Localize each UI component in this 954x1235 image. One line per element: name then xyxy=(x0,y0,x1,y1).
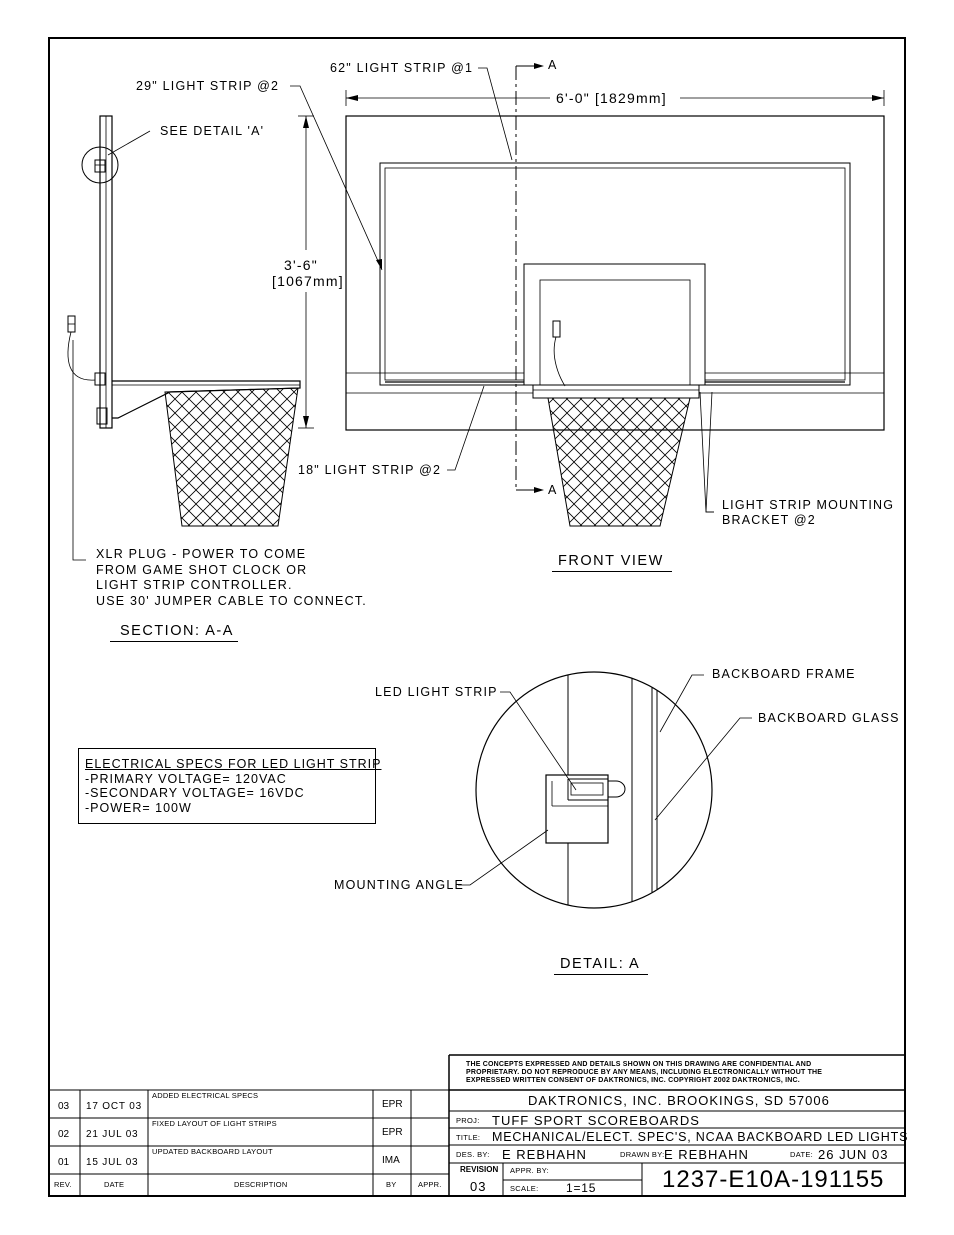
led-light-strip-label: LED LIGHT STRIP xyxy=(375,685,498,699)
xlr-note-line: XLR PLUG - POWER TO COME xyxy=(96,547,307,561)
xlr-note-line: LIGHT STRIP CONTROLLER. xyxy=(96,578,293,592)
appr-header: APPR. xyxy=(418,1180,442,1189)
front-view-drawing xyxy=(345,63,885,527)
width-dimension: 6'-0" [1829mm] xyxy=(556,90,667,106)
see-detail-label: SEE DETAIL 'A' xyxy=(160,124,265,138)
electrical-specs-heading: ELECTRICAL SPECS FOR LED LIGHT STRIP xyxy=(85,757,382,771)
drawing-number: 1237-E10A-191155 xyxy=(662,1166,885,1193)
approved-by-label: APPR. BY: xyxy=(510,1166,549,1175)
xlr-note-line: USE 30' JUMPER CABLE TO CONNECT. xyxy=(96,593,367,608)
electrical-spec-line: -SECONDARY VOLTAGE= 16VDC xyxy=(85,786,305,800)
date-cell: 15 JUL 03 xyxy=(86,1157,139,1168)
by-cell: EPR xyxy=(382,1127,403,1138)
height-dimension-ft: 3'-6" xyxy=(284,257,318,273)
front-view-title: FRONT VIEW xyxy=(552,554,672,572)
by-header: BY xyxy=(386,1180,397,1189)
confidential-notice: THE CONCEPTS EXPRESSED AND DETAILS SHOWN… xyxy=(466,1061,822,1085)
rev-cell: 03 xyxy=(58,1101,70,1112)
designed-by-label: DES. BY: xyxy=(456,1150,490,1159)
xlr-plug-note: XLR PLUG - POWER TO COME FROM GAME SHOT … xyxy=(96,547,367,609)
xlr-note-line: FROM GAME SHOT CLOCK OR xyxy=(96,562,308,577)
light-strip-62-label: 62" LIGHT STRIP @1 xyxy=(330,61,474,75)
by-cell: EPR xyxy=(382,1099,403,1110)
mounting-angle-label: MOUNTING ANGLE xyxy=(334,878,465,892)
section-view-title: SECTION: A-A xyxy=(110,624,238,642)
drawing-title: MECHANICAL/ELECT. SPEC'S, NCAA BACKBOARD… xyxy=(492,1130,909,1144)
scale-label: SCALE: xyxy=(510,1184,539,1193)
company-name: DAKTRONICS, INC. BROOKINGS, SD 57006 xyxy=(528,1093,830,1108)
drawn-by: E REBHAHN xyxy=(664,1147,749,1162)
description-cell: FIXED LAYOUT OF LIGHT STRIPS xyxy=(152,1119,277,1128)
by-cell: IMA xyxy=(382,1155,400,1166)
sheet-border xyxy=(48,37,906,1197)
date-label: DATE: xyxy=(790,1150,814,1159)
description-cell: UPDATED BACKBOARD LAYOUT xyxy=(152,1147,273,1156)
rev-cell: 01 xyxy=(58,1157,70,1168)
section-marker-top: A xyxy=(548,58,558,72)
detail-a-title: DETAIL: A xyxy=(554,957,649,975)
project-name: TUFF SPORT SCOREBOARDS xyxy=(492,1113,700,1128)
description-header: DESCRIPTION xyxy=(234,1180,288,1189)
confidential-line: EXPRESSED WRITTEN CONSENT OF DAKTRONICS,… xyxy=(466,1077,800,1084)
description-cell: ADDED ELECTRICAL SPECS xyxy=(152,1091,259,1100)
revision-table-lines xyxy=(49,1089,449,1196)
electrical-specs-box: ELECTRICAL SPECS FOR LED LIGHT STRIP -PR… xyxy=(78,748,382,824)
drawn-by-label: DRAWN BY: xyxy=(620,1150,665,1159)
mounting-bracket-label-line1: LIGHT STRIP MOUNTING xyxy=(722,498,895,512)
designed-by: E REBHAHN xyxy=(502,1147,587,1162)
detail-a-drawing xyxy=(458,671,752,909)
date-header: DATE xyxy=(104,1180,125,1189)
title-block-lines xyxy=(448,1054,905,1196)
mounting-bracket-label-line2: BRACKET @2 xyxy=(722,513,816,527)
backboard-glass-label: BACKBOARD GLASS xyxy=(758,711,900,725)
section-view-drawing xyxy=(67,85,485,561)
confidential-line: THE CONCEPTS EXPRESSED AND DETAILS SHOWN… xyxy=(466,1061,812,1068)
backboard-frame-label: BACKBOARD FRAME xyxy=(712,667,856,681)
date-cell: 17 OCT 03 xyxy=(86,1101,142,1112)
revision-label: REVISION xyxy=(460,1165,499,1174)
drawing-date: 26 JUN 03 xyxy=(818,1147,889,1162)
height-dimension-mm: [1067mm] xyxy=(272,273,344,289)
confidential-line: PROPRIETARY. DO NOT REPRODUCE BY ANY MEA… xyxy=(466,1069,823,1076)
light-strip-29-label: 29" LIGHT STRIP @2 xyxy=(136,79,280,93)
title-label: TITLE: xyxy=(456,1133,481,1142)
rev-header: REV. xyxy=(54,1180,72,1189)
revision-number: 03 xyxy=(470,1179,487,1194)
section-marker-bottom: A xyxy=(548,483,558,497)
proj-label: PROJ: xyxy=(456,1116,480,1125)
rev-cell: 02 xyxy=(58,1129,70,1140)
scale-value: 1=15 xyxy=(566,1181,597,1195)
light-strip-18-label: 18" LIGHT STRIP @2 xyxy=(298,463,442,477)
electrical-spec-line: -POWER= 100W xyxy=(85,800,192,815)
date-cell: 21 JUL 03 xyxy=(86,1129,139,1140)
electrical-spec-line: -PRIMARY VOLTAGE= 120VAC xyxy=(85,771,287,786)
